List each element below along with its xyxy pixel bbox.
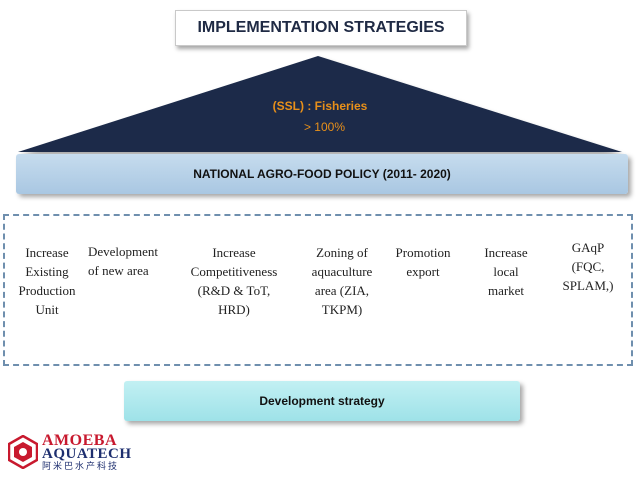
policy-bar: NATIONAL AGRO-FOOD POLICY (2011- 2020) [16,154,628,194]
item-increase-existing: Increase Existing Production Unit [18,245,76,317]
strategy-items-box [3,214,633,366]
logo-line-2: AQUATECH [42,446,132,462]
ssl-line-2: > 100% [303,120,345,134]
ssl-label: (SSL) : Fisheries > 100% [255,96,385,138]
roof-triangle [18,56,622,152]
ssl-line-1: (SSL) : Fisheries [272,99,368,113]
company-logo: AMOEBA AQUATECH 阿米巴水产科技 [8,433,158,473]
development-strategy-label: Development strategy [259,394,385,408]
amoeba-logo-icon [8,435,38,469]
roof-shape [18,56,622,152]
item-zoning-aquaculture: Zoning of aquaculture area (ZIA, TKPM) [311,245,373,317]
development-strategy-bar: Development strategy [124,381,520,421]
page-title: IMPLEMENTATION STRATEGIES [175,10,467,46]
policy-label: NATIONAL AGRO-FOOD POLICY (2011- 2020) [193,167,451,181]
item-increase-competitiveness: Increase Competitiveness (R&D & ToT, HRD… [190,245,278,317]
item-development-new-area: Development of new area [88,244,159,278]
logo-line-1: AMOEBA [42,432,117,449]
item-increase-local-market: Increase local market [484,245,528,298]
item-promotion-export: Promotion export [395,245,451,279]
logo-line-3: 阿米巴水产科技 [42,462,120,472]
item-gaqp: GAqP (FQC, SPLAM,) [562,240,614,293]
